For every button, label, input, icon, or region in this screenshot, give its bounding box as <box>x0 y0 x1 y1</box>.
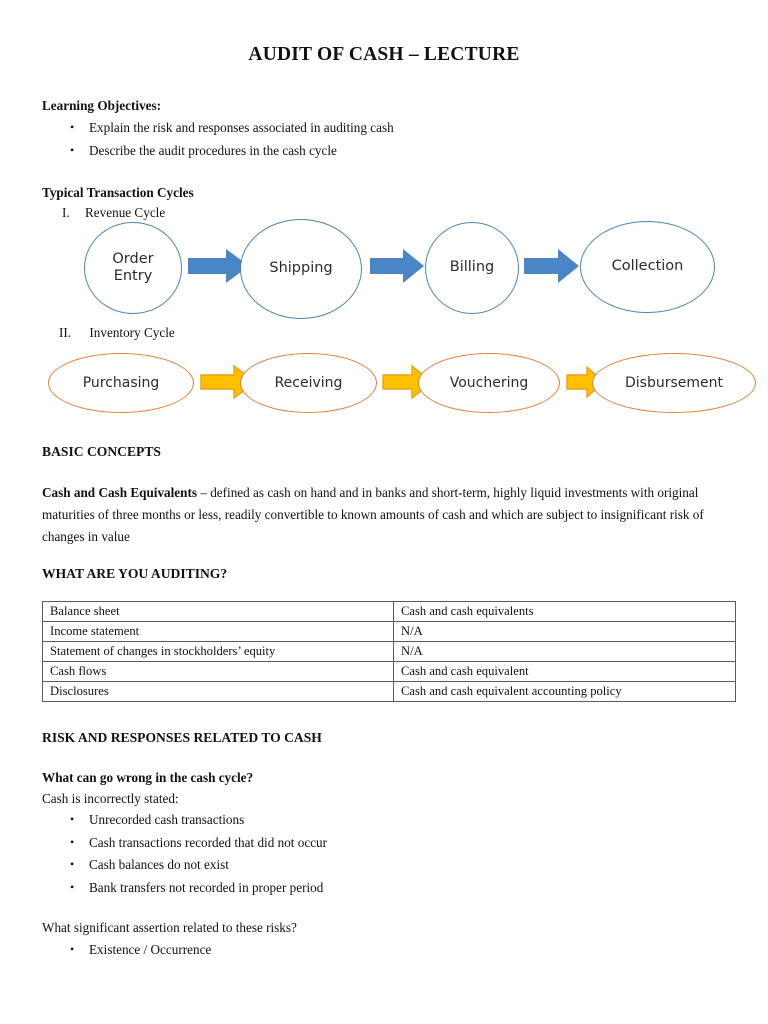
flow-node-line: Entry <box>113 268 153 284</box>
list-item: Cash balances do not exist <box>42 853 662 877</box>
table-row: Statement of changes in stockholders’ eq… <box>42 641 736 662</box>
list-item: Bank transfers not recorded in proper pe… <box>42 876 662 900</box>
cash-equivalents-term: Cash and Cash Equivalents <box>42 485 198 500</box>
flow-node-line: Vouchering <box>449 374 529 391</box>
flow-node-line: Purchasing <box>82 374 160 391</box>
learning-objectives-heading: Learning Objectives: <box>42 98 162 113</box>
flow-node-line: Billing <box>449 259 495 276</box>
table-row: Disclosures Cash and cash equivalent acc… <box>42 681 736 702</box>
table-cell-account: Cash and cash equivalent accounting poli… <box>393 681 736 702</box>
flow-node-vouchering: Vouchering <box>418 353 560 413</box>
flow-arrow-2 <box>370 249 425 283</box>
learning-objectives-list: Explain the risk and responses associate… <box>42 116 662 163</box>
cycle-name-revenue: Revenue Cycle <box>85 205 166 220</box>
list-item: Explain the risk and responses associate… <box>42 116 662 140</box>
risk-section-heading: RISK AND RESPONSES RELATED TO CASH <box>42 730 322 745</box>
table-cell-statement: Balance sheet <box>42 601 394 622</box>
roman-numeral-i: I. <box>62 205 70 220</box>
flow-arrow-3 <box>524 249 580 283</box>
table-cell-statement: Cash flows <box>42 661 394 682</box>
flow-node-line: Collection <box>611 258 684 275</box>
flow-node-collection: Collection <box>580 221 715 313</box>
list-item: Existence / Occurrence <box>42 938 662 962</box>
list-item: Unrecorded cash transactions <box>42 808 662 832</box>
auditing-table: Balance sheet Cash and cash equivalents … <box>42 601 736 702</box>
table-row: Income statement N/A <box>42 621 736 642</box>
flow-node-order-entry: Order Entry <box>84 222 182 314</box>
flow-node-shipping: Shipping <box>240 219 362 319</box>
transaction-cycles-heading: Typical Transaction Cycles <box>42 185 194 200</box>
roman-numeral-ii: II. <box>59 325 72 340</box>
risk-question-1: What can go wrong in the cash cycle? <box>42 770 254 785</box>
basic-concepts-heading: BASIC CONCEPTS <box>42 444 161 459</box>
table-row: Cash flows Cash and cash equivalent <box>42 661 736 682</box>
auditing-heading: WHAT ARE YOU AUDITING? <box>42 566 228 581</box>
flow-node-billing: Billing <box>425 222 519 314</box>
page-title: AUDIT OF CASH – LECTURE <box>248 44 520 65</box>
table-cell-account: N/A <box>393 641 736 662</box>
flow-node-line: Disbursement <box>625 374 723 391</box>
flow-node-line: Receiving <box>274 374 343 391</box>
list-item: Cash transactions recorded that did not … <box>42 831 662 855</box>
flow-arrow-1 <box>188 249 250 283</box>
table-cell-account: N/A <box>393 621 736 642</box>
assertion-list: Existence / Occurrence <box>42 938 662 962</box>
table-cell-statement: Statement of changes in stockholders’ eq… <box>42 641 394 662</box>
table-cell-statement: Income statement <box>42 621 394 642</box>
table-cell-account: Cash and cash equivalent <box>393 661 736 682</box>
flow-node-purchasing: Purchasing <box>48 353 194 413</box>
flow-node-line: Order <box>112 250 154 267</box>
cash-equivalents-definition: Cash and Cash Equivalents – defined as c… <box>42 482 706 548</box>
list-item: Describe the audit procedures in the cas… <box>42 139 662 163</box>
table-row: Balance sheet Cash and cash equivalents <box>42 601 736 622</box>
cash-equivalents-text: – defined as cash on hand and in banks a… <box>42 485 704 544</box>
cycle-label-inventory: II. Inventory Cycle <box>42 322 442 343</box>
cycle-label-revenue: I. Revenue Cycle <box>42 202 442 223</box>
risk-lead-in: Cash is incorrectly stated: <box>42 791 179 806</box>
cycle-name-inventory: Inventory Cycle <box>89 325 175 340</box>
risk-list: Unrecorded cash transactions Cash transa… <box>42 808 662 900</box>
flow-node-line: Shipping <box>269 260 333 277</box>
flow-node-disbursement: Disbursement <box>592 353 756 413</box>
flow-node-receiving: Receiving <box>240 353 377 413</box>
table-cell-account: Cash and cash equivalents <box>393 601 736 622</box>
table-cell-statement: Disclosures <box>42 681 394 702</box>
risk-question-2: What significant assertion related to th… <box>42 920 297 935</box>
